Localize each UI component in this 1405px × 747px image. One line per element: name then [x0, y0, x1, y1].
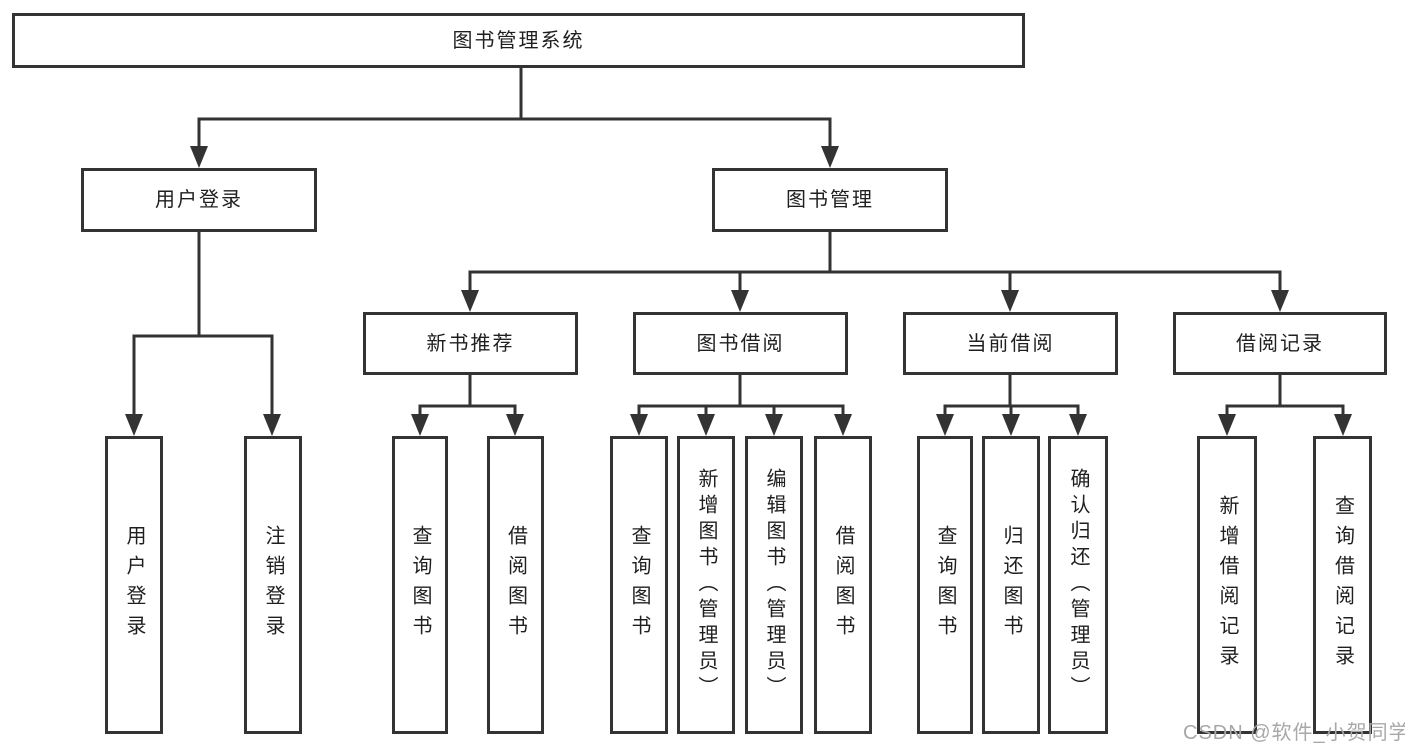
node-label: 当前借阅	[966, 332, 1055, 355]
node-label: 新书推荐	[426, 332, 515, 355]
leaf-query-books-borrow: 查询图书	[610, 436, 668, 734]
node-book-borrowing: 图书借阅	[633, 312, 848, 375]
node-label: 用户登录	[155, 189, 243, 211]
node-user-login: 用户登录	[81, 168, 317, 232]
node-label: 查询图书	[934, 525, 956, 645]
node-book-management: 图书管理	[712, 168, 948, 232]
node-label: 图书借阅	[696, 332, 785, 355]
node-label: 归还图书	[1000, 525, 1022, 645]
leaf-borrow-books: 借阅图书	[814, 436, 872, 734]
leaf-query-borrow-record: 查询借阅记录	[1313, 436, 1372, 734]
leaf-logout: 注销登录	[244, 436, 302, 734]
node-library-management-system: 图书管理系统	[12, 13, 1025, 68]
node-label: 图书管理	[786, 189, 874, 211]
leaf-confirm-return-admin: 确认归还（管理员）	[1048, 436, 1108, 734]
node-label: 查询借阅记录	[1331, 495, 1354, 675]
node-label: 借阅图书	[504, 525, 527, 645]
node-new-book-recommend: 新书推荐	[363, 312, 578, 375]
node-label: 用户登录	[123, 525, 145, 645]
leaf-query-books-recommend: 查询图书	[392, 436, 448, 734]
node-label: 借阅图书	[832, 525, 854, 645]
arrowhead-icons	[125, 146, 1352, 436]
leaf-user-login: 用户登录	[105, 436, 163, 734]
leaf-return-books: 归还图书	[982, 436, 1040, 734]
leaf-borrow-books-recommend: 借阅图书	[487, 436, 544, 734]
node-label: 查询图书	[628, 525, 650, 645]
leaf-edit-books-admin: 编辑图书（管理员）	[745, 436, 803, 734]
node-borrowing-records: 借阅记录	[1173, 312, 1387, 375]
node-label: 注销登录	[262, 525, 284, 645]
node-label: 新增图书（管理员）	[695, 468, 717, 702]
node-current-borrowing: 当前借阅	[903, 312, 1118, 375]
node-label: 确认归还（管理员）	[1067, 468, 1089, 702]
leaf-query-books-current: 查询图书	[917, 436, 973, 734]
node-label: 新增借阅记录	[1216, 495, 1238, 675]
node-label: 借阅记录	[1236, 332, 1324, 355]
csdn-watermark: CSDN @软件_小贺同学	[1183, 722, 1405, 744]
leaf-add-borrow-record: 新增借阅记录	[1197, 436, 1257, 734]
node-label: 编辑图书（管理员）	[763, 468, 785, 702]
leaf-add-books-admin: 新增图书（管理员）	[677, 436, 735, 734]
node-label: 图书管理系统	[452, 29, 585, 52]
node-label: 查询图书	[409, 525, 431, 645]
